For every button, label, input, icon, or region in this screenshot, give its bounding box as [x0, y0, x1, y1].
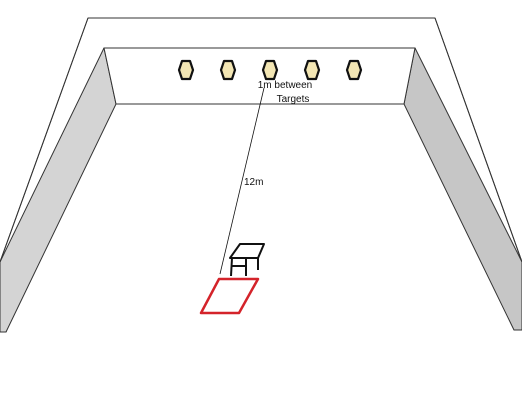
back-wall	[103, 47, 416, 105]
target-5-icon	[345, 59, 363, 81]
target-3-icon	[261, 59, 279, 81]
firing-mat-icon	[199, 277, 260, 315]
spacing-label-line-2: Targets	[277, 94, 310, 105]
shooting-bench-icon	[229, 243, 265, 277]
distance-line	[219, 87, 265, 275]
left-side-wall	[0, 47, 117, 333]
distance-label: 12m	[244, 177, 263, 188]
spacing-label-line-1: 1m between	[258, 80, 312, 91]
right-side-wall	[403, 47, 522, 331]
target-4-icon	[303, 59, 321, 81]
target-1-icon	[177, 59, 195, 81]
range-walls	[0, 17, 522, 333]
target-row	[177, 59, 363, 81]
target-2-icon	[219, 59, 237, 81]
